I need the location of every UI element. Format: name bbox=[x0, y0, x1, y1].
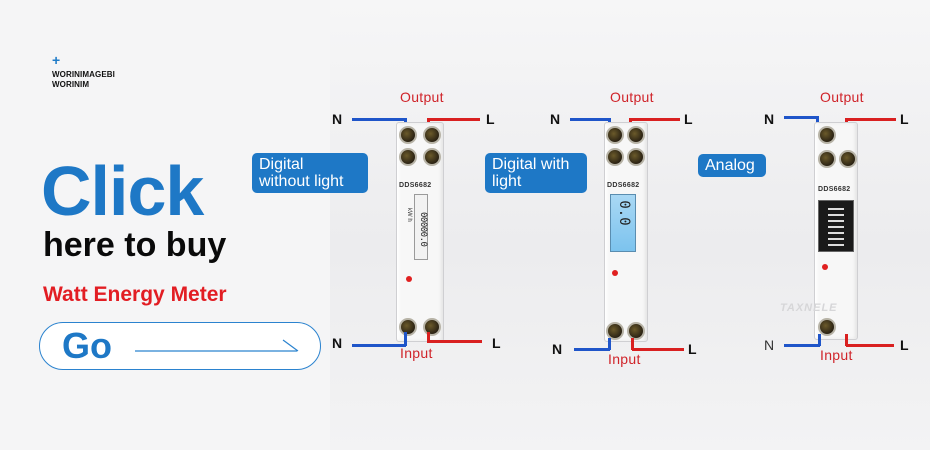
terminal-screw bbox=[423, 126, 441, 144]
tag-analog: Analog bbox=[698, 154, 766, 177]
meter-digital-with-light: Output N L DDS6682 0.0 N L Input bbox=[548, 86, 708, 376]
terminal-screw bbox=[399, 318, 417, 336]
analog-counter-drums bbox=[828, 208, 844, 246]
backlit-lcd-display bbox=[610, 194, 636, 252]
input-label: Input bbox=[400, 345, 433, 361]
output-label: Output bbox=[820, 89, 864, 105]
live-wire-bottom bbox=[428, 340, 482, 343]
neutral-label-top: N bbox=[550, 111, 561, 127]
meter-analog: Output N L DDS6682 TAXNELE N L Input bbox=[760, 86, 925, 376]
live-label-bottom: L bbox=[900, 337, 909, 353]
neutral-label-bottom: N bbox=[332, 335, 343, 351]
tag-digital-without-light: Digital without light bbox=[252, 153, 368, 193]
terminal-screw bbox=[399, 126, 417, 144]
live-wire-bottom bbox=[632, 348, 684, 351]
terminal-screw bbox=[423, 318, 441, 336]
terminal-screw bbox=[627, 126, 645, 144]
promo-panel bbox=[0, 0, 330, 450]
neutral-label-top: N bbox=[332, 111, 343, 127]
live-label-top: L bbox=[486, 111, 495, 127]
input-label: Input bbox=[820, 347, 853, 363]
arrow-right-icon bbox=[135, 339, 299, 352]
terminal-screw bbox=[423, 148, 441, 166]
terminal-screw bbox=[627, 148, 645, 166]
pulse-led bbox=[822, 264, 828, 270]
click-headline[interactable]: Click bbox=[41, 152, 204, 230]
neutral-wire-bottom bbox=[784, 344, 820, 347]
terminal-screw bbox=[606, 322, 624, 340]
brand-line-1: WORINIMAGEBI bbox=[52, 70, 115, 79]
live-label-top: L bbox=[684, 111, 693, 127]
terminal-screw bbox=[839, 150, 857, 168]
unit-label: kW h bbox=[406, 208, 412, 222]
live-label-bottom: L bbox=[492, 335, 501, 351]
terminal-screw bbox=[627, 322, 645, 340]
neutral-wire-top bbox=[352, 118, 406, 121]
live-wire-bottom-rise bbox=[631, 338, 634, 350]
counter-digits: 00000.0 bbox=[418, 212, 428, 247]
plus-icon: + bbox=[52, 52, 61, 68]
output-label: Output bbox=[610, 89, 654, 105]
live-wire-top bbox=[630, 118, 680, 121]
neutral-wire-bottom-rise bbox=[404, 332, 407, 346]
counter-display bbox=[414, 194, 428, 260]
live-label-top: L bbox=[900, 111, 909, 127]
neutral-label-top: N bbox=[764, 111, 775, 127]
neutral-wire-bottom-rise bbox=[818, 334, 821, 346]
tag-digital-with-light: Digital with light bbox=[485, 153, 587, 193]
terminal-screw bbox=[606, 148, 624, 166]
lcd-digits: 0.0 bbox=[616, 200, 632, 226]
neutral-wire-top bbox=[570, 118, 610, 121]
meter-digital-no-light: Output N L DDS6682 00000.0 kW h N L Inpu… bbox=[330, 86, 501, 366]
terminal-screw bbox=[399, 148, 417, 166]
neutral-wire-bottom-rise bbox=[608, 338, 611, 350]
buy-subheadline: here to buy bbox=[43, 226, 227, 264]
neutral-wire-bottom bbox=[574, 348, 610, 351]
meter-model: DDS6682 bbox=[818, 186, 851, 193]
live-wire-bottom-rise bbox=[845, 334, 848, 346]
pulse-led bbox=[406, 276, 412, 282]
output-label: Output bbox=[400, 89, 444, 105]
terminal-screw bbox=[818, 150, 836, 168]
terminal-screw bbox=[818, 318, 836, 336]
live-label-bottom: L bbox=[688, 341, 697, 357]
live-wire-bottom bbox=[846, 344, 894, 347]
meter-model: DDS6682 bbox=[607, 182, 640, 189]
input-label: Input bbox=[608, 351, 641, 367]
go-button[interactable]: Go bbox=[39, 322, 321, 370]
neutral-wire-bottom bbox=[352, 344, 406, 347]
live-wire-bottom-rise bbox=[427, 332, 430, 343]
go-button-label: Go bbox=[62, 325, 112, 366]
neutral-label-bottom: N bbox=[552, 341, 563, 357]
brand-line-2: WORINIM bbox=[52, 80, 90, 89]
pulse-led bbox=[612, 270, 618, 276]
product-name: Watt Energy Meter bbox=[43, 283, 227, 306]
neutral-wire-top bbox=[784, 116, 818, 119]
live-wire-top bbox=[428, 118, 480, 121]
brand-watermark: TAXNELE bbox=[780, 302, 838, 314]
terminal-screw bbox=[818, 126, 836, 144]
meter-model: DDS6682 bbox=[399, 182, 432, 189]
terminal-screw bbox=[606, 126, 624, 144]
neutral-label-bottom: N bbox=[764, 337, 775, 353]
live-wire-top bbox=[846, 118, 896, 121]
